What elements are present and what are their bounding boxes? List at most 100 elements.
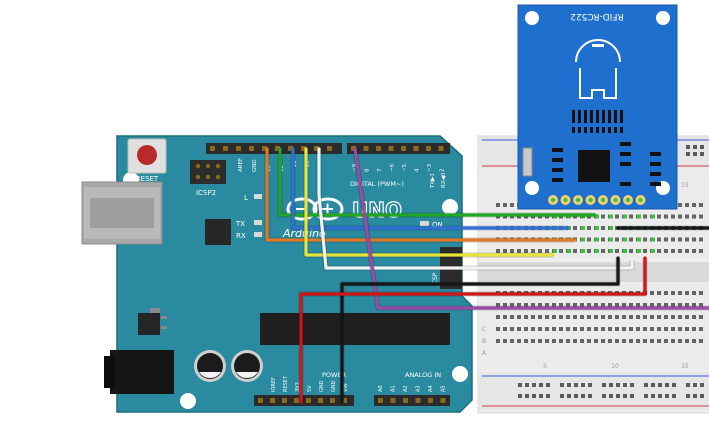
terminal-hole — [699, 327, 703, 331]
pad — [608, 110, 611, 123]
mounting-hole — [452, 366, 468, 382]
terminal-hole — [517, 303, 521, 307]
header-pin — [210, 146, 215, 151]
terminal-hole — [664, 249, 668, 253]
green-wire[interactable] — [278, 147, 597, 217]
header-pin — [275, 146, 280, 151]
rail-hole — [644, 383, 648, 387]
terminal-hole — [510, 327, 514, 331]
analog-pin-label: A3 — [416, 385, 422, 392]
terminal-hole — [524, 315, 528, 319]
rail-hole — [665, 394, 669, 398]
column-number: 15 — [681, 182, 689, 189]
rail-hole — [616, 394, 620, 398]
terminal-hole — [601, 214, 605, 219]
rail-hole — [546, 383, 550, 387]
connected-hole — [651, 214, 655, 219]
terminal-hole — [608, 315, 612, 319]
terminal-hole — [545, 339, 549, 343]
terminal-hole — [622, 315, 626, 319]
pad — [620, 127, 623, 133]
header-pin — [236, 146, 241, 151]
terminal-hole — [671, 237, 675, 242]
row-letter: C — [482, 326, 486, 333]
reset-button — [127, 138, 167, 174]
terminal-hole — [510, 203, 514, 207]
pad — [578, 127, 581, 133]
rail-hole — [700, 145, 704, 149]
black-wire[interactable] — [340, 256, 620, 404]
digital-pin-label: 13 — [266, 165, 272, 172]
terminal-hole — [566, 327, 570, 331]
connected-hole — [567, 249, 571, 253]
rail-hole — [532, 394, 536, 398]
header-pin — [413, 146, 419, 151]
icsp-label: ICSP — [432, 272, 439, 286]
row-letter: A — [482, 350, 487, 357]
terminal-hole — [524, 303, 528, 307]
terminal-hole — [671, 214, 675, 219]
purple-wire[interactable] — [353, 147, 709, 310]
terminal-hole — [601, 226, 605, 230]
terminal-hole — [650, 327, 654, 331]
power-pin-label: IOREF — [271, 377, 277, 392]
terminal-hole — [622, 327, 626, 331]
header-pin — [314, 146, 319, 151]
connected-hole — [637, 214, 641, 219]
terminal-hole — [496, 339, 500, 343]
terminal-hole — [538, 303, 542, 307]
yellow-wire[interactable] — [304, 147, 555, 257]
pad — [584, 110, 587, 123]
terminal-hole — [594, 339, 598, 343]
connected-hole — [609, 249, 613, 253]
terminal-hole — [643, 214, 647, 219]
analog-pin-label: A0 — [378, 385, 384, 392]
terminal-hole — [615, 237, 619, 242]
digital-pin-label: 2 — [440, 169, 446, 173]
capacitor — [231, 350, 263, 382]
column-number: 5 — [543, 363, 547, 370]
smd-part — [650, 162, 661, 166]
terminal-hole — [587, 327, 591, 331]
terminal-hole — [685, 237, 689, 242]
terminal-hole — [601, 327, 605, 331]
rail-hole — [623, 383, 627, 387]
connected-hole — [623, 214, 627, 219]
connected-hole — [595, 237, 599, 242]
header-pin — [390, 398, 396, 403]
blue-wire[interactable] — [291, 147, 570, 230]
terminal-hole — [538, 327, 542, 331]
rail-hole — [518, 394, 522, 398]
terminal-hole — [671, 291, 675, 295]
terminal-hole — [650, 303, 654, 307]
terminal-hole — [643, 327, 647, 331]
terminal-hole — [636, 327, 640, 331]
red-wire[interactable] — [299, 256, 647, 404]
rail-hole — [693, 145, 697, 149]
terminal-hole — [587, 237, 591, 242]
terminal-hole — [685, 203, 689, 207]
terminal-hole — [503, 249, 507, 253]
rail-hole — [686, 145, 690, 149]
white-wire[interactable] — [317, 147, 634, 270]
terminal-hole — [671, 249, 675, 253]
orange-wire[interactable] — [265, 147, 577, 242]
terminal-holes-bottom — [496, 291, 703, 343]
header-pin — [282, 398, 287, 403]
terminal-hole — [678, 249, 682, 253]
terminal-hole — [566, 303, 570, 307]
rail-hole — [532, 383, 536, 387]
terminal-hole — [650, 315, 654, 319]
pad — [596, 127, 599, 133]
rail-hole — [630, 383, 634, 387]
digital-pin-label: 7 — [377, 168, 383, 172]
terminal-hole — [503, 203, 507, 207]
rfid-pin-hole — [638, 197, 643, 203]
rfid-pin-hole — [625, 197, 631, 203]
terminal-hole — [587, 339, 591, 343]
terminal-hole — [503, 303, 507, 307]
digital-pin-label: ~5 — [402, 163, 408, 172]
header-pin — [342, 398, 347, 403]
